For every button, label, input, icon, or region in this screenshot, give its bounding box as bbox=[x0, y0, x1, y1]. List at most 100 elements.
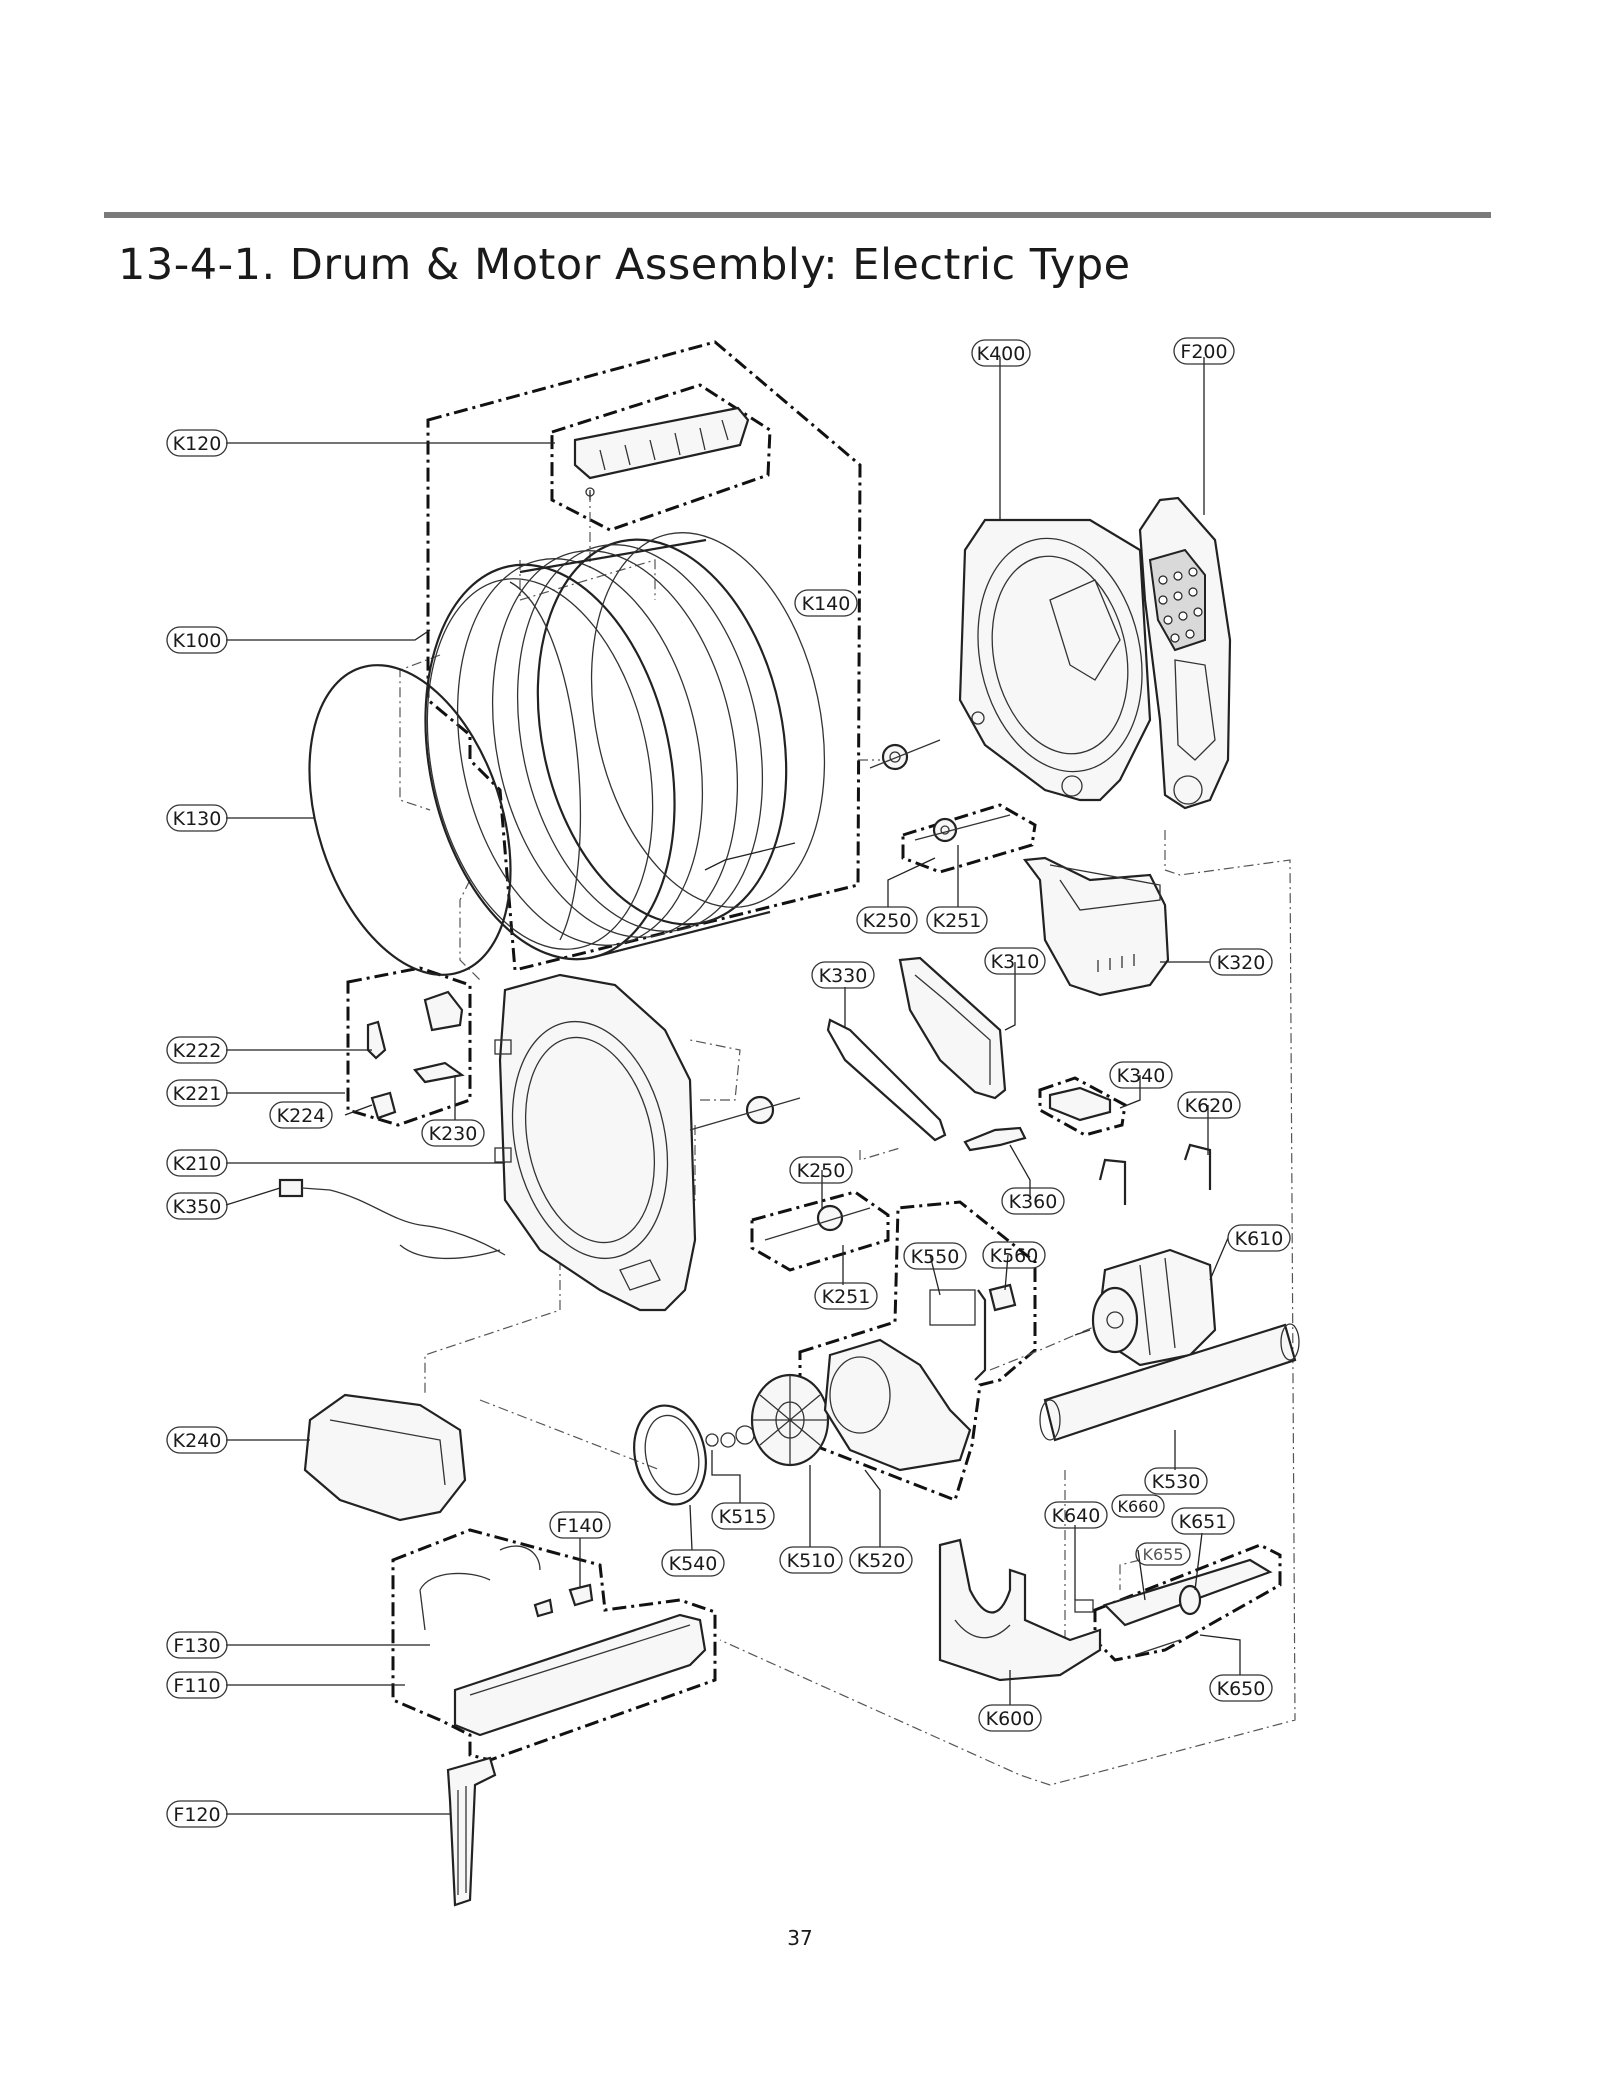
svg-text:K655: K655 bbox=[1142, 1545, 1183, 1564]
callout-k130: K130 bbox=[166, 804, 228, 832]
k250-rollers-top bbox=[869, 739, 1011, 843]
callout-k540: K540 bbox=[661, 1549, 725, 1577]
callout-k250-mid: K250 bbox=[789, 1156, 853, 1184]
k530-shaft bbox=[1039, 1323, 1300, 1442]
header-rule bbox=[104, 212, 1491, 218]
k240-lint-filter bbox=[303, 1393, 467, 1522]
callout-labels: K400 F200 K120 K140 K100 K130 K250 K251 … bbox=[166, 337, 1291, 1828]
svg-text:F110: F110 bbox=[173, 1675, 220, 1697]
svg-text:K230: K230 bbox=[429, 1123, 478, 1145]
k350-thermistor bbox=[278, 1178, 506, 1260]
svg-text:K360: K360 bbox=[1009, 1191, 1058, 1213]
callout-k520: K520 bbox=[849, 1546, 913, 1574]
k310-filter-housing bbox=[898, 956, 1007, 1100]
svg-text:F200: F200 bbox=[1180, 341, 1227, 363]
f110-heater-housing bbox=[453, 1613, 707, 1737]
svg-text:K640: K640 bbox=[1052, 1505, 1101, 1527]
k515-washers bbox=[705, 1425, 755, 1448]
svg-text:F120: F120 bbox=[173, 1804, 220, 1826]
callout-f120: F120 bbox=[166, 1800, 228, 1828]
callout-k222: K222 bbox=[166, 1036, 228, 1064]
callout-k651: K651 bbox=[1171, 1507, 1235, 1535]
svg-text:K660: K660 bbox=[1117, 1497, 1158, 1516]
k330-bracket bbox=[826, 1018, 947, 1142]
svg-text:K250: K250 bbox=[863, 910, 912, 932]
svg-text:K600: K600 bbox=[986, 1708, 1035, 1730]
svg-text:K400: K400 bbox=[977, 343, 1026, 365]
k340-group-boundary bbox=[1038, 1076, 1127, 1137]
callout-k251-mid: K251 bbox=[814, 1282, 878, 1310]
f140-thermostat bbox=[533, 1583, 594, 1618]
svg-text:K320: K320 bbox=[1217, 952, 1266, 974]
callout-f130: F130 bbox=[166, 1631, 228, 1659]
k550-k560-parts bbox=[929, 1283, 1017, 1381]
page-title: 13-4-1. Drum & Motor Assembly: Electric … bbox=[118, 240, 1131, 290]
callout-k610: K610 bbox=[1227, 1224, 1291, 1252]
svg-text:K530: K530 bbox=[1152, 1471, 1201, 1493]
callout-k655: K655 bbox=[1135, 1542, 1191, 1566]
callout-k550: K550 bbox=[903, 1242, 967, 1270]
callout-k120: K120 bbox=[166, 429, 228, 457]
svg-text:K651: K651 bbox=[1179, 1511, 1228, 1533]
lamp-group-boundary bbox=[346, 966, 472, 1127]
k520-blower-housing bbox=[823, 1338, 972, 1472]
callout-k350: K350 bbox=[166, 1192, 228, 1220]
k360-part bbox=[963, 1126, 1027, 1152]
svg-text:K510: K510 bbox=[787, 1550, 836, 1572]
svg-text:K340: K340 bbox=[1117, 1065, 1166, 1087]
callout-k140: K140 bbox=[794, 589, 858, 617]
callout-k251-top: K251 bbox=[926, 906, 988, 934]
k210-front-bulkhead bbox=[494, 973, 697, 1312]
svg-text:K251: K251 bbox=[822, 1286, 871, 1308]
svg-text:K560: K560 bbox=[990, 1245, 1039, 1267]
svg-text:K250: K250 bbox=[797, 1160, 846, 1182]
k510-impeller bbox=[750, 1373, 830, 1467]
callout-k400: K400 bbox=[971, 339, 1031, 367]
callout-k210: K210 bbox=[166, 1149, 228, 1177]
svg-text:K540: K540 bbox=[669, 1553, 718, 1575]
callout-k660: K660 bbox=[1111, 1494, 1165, 1518]
svg-text:K130: K130 bbox=[173, 808, 222, 830]
f130-wire-harness bbox=[419, 1545, 541, 1631]
callout-k340: K340 bbox=[1109, 1061, 1173, 1089]
callout-f110: F110 bbox=[166, 1671, 228, 1699]
svg-text:K120: K120 bbox=[173, 433, 222, 455]
callout-k230: K230 bbox=[421, 1119, 485, 1147]
svg-text:K251: K251 bbox=[933, 910, 982, 932]
f200-exhaust-duct bbox=[1138, 496, 1232, 810]
k120-group-boundary bbox=[550, 383, 772, 532]
callout-k221: K221 bbox=[166, 1079, 228, 1107]
k610-motor bbox=[1074, 1248, 1217, 1367]
callout-k224: K224 bbox=[269, 1101, 333, 1129]
callout-k320: K320 bbox=[1209, 948, 1273, 976]
svg-text:K224: K224 bbox=[277, 1105, 326, 1127]
callout-k240: K240 bbox=[166, 1426, 228, 1454]
k650-assembly bbox=[1074, 1558, 1273, 1656]
callout-k100: K100 bbox=[166, 626, 228, 654]
k340-part bbox=[1048, 1086, 1112, 1122]
k140-drum-ring bbox=[590, 532, 826, 908]
svg-text:K221: K221 bbox=[173, 1083, 222, 1105]
callout-k600: K600 bbox=[978, 1704, 1042, 1732]
svg-text:K620: K620 bbox=[1185, 1095, 1234, 1117]
callout-k640: K640 bbox=[1044, 1501, 1108, 1529]
svg-text:K140: K140 bbox=[802, 593, 851, 615]
svg-text:K350: K350 bbox=[173, 1196, 222, 1218]
k250-rollers-mid bbox=[689, 1095, 871, 1241]
k620-brackets bbox=[1098, 1143, 1212, 1205]
k100-drum bbox=[424, 538, 788, 961]
svg-text:K222: K222 bbox=[173, 1040, 222, 1062]
svg-text:K610: K610 bbox=[1235, 1228, 1284, 1250]
callout-k620: K620 bbox=[1177, 1091, 1241, 1119]
k540-ring bbox=[633, 1404, 707, 1506]
svg-text:F140: F140 bbox=[556, 1515, 603, 1537]
callout-f200: F200 bbox=[1173, 337, 1235, 365]
k250-top-group-boundary bbox=[901, 803, 1037, 874]
blower-group-boundary bbox=[798, 1200, 1037, 1502]
callout-k515: K515 bbox=[711, 1502, 775, 1530]
svg-text:K210: K210 bbox=[173, 1153, 222, 1175]
heater-group-boundary bbox=[391, 1528, 717, 1762]
svg-text:F130: F130 bbox=[173, 1635, 220, 1657]
k600-motor-mount bbox=[938, 1538, 1102, 1682]
